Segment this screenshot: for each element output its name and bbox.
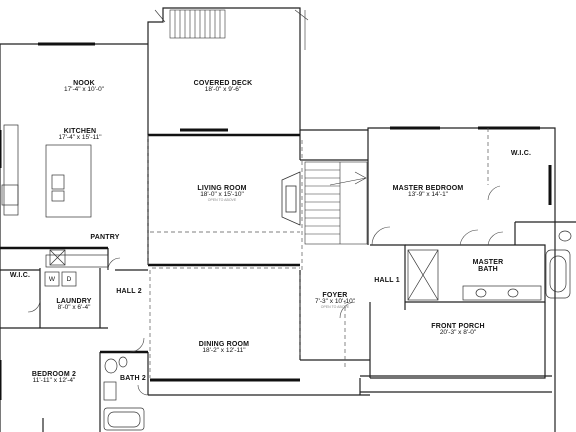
room-name: BEDROOM 2: [31, 371, 77, 378]
room-name: W.I.C.: [510, 150, 532, 157]
fireplace: [281, 171, 301, 226]
room-kitchen: KITCHEN 17'-4" x 15'-11": [58, 128, 101, 142]
room-wic-master: W.I.C.: [511, 150, 531, 157]
room-foyer: FOYER 7'-3" x 10'-10" OPEN TO ABOVE: [315, 292, 355, 310]
room-name: MASTER: [472, 259, 504, 266]
room-name: DINING ROOM: [198, 341, 250, 348]
room-name: LAUNDRY: [56, 298, 92, 305]
stairs: [304, 161, 368, 245]
room-dimensions: 8'-0" x 6'-4": [57, 304, 91, 312]
room-name: FOYER: [322, 292, 348, 299]
room-dimensions: 18'-2" x 12'-11": [202, 347, 246, 355]
room-name: KITCHEN: [63, 128, 97, 135]
room-name: W.I.C.: [9, 272, 31, 279]
room-name: FRONT PORCH: [431, 323, 485, 330]
room-master-bedroom: MASTER BEDROOM 13'-9" x 14'-1": [393, 185, 464, 199]
room-bedroom-2: BEDROOM 2 11'-11" x 12'-4": [32, 371, 76, 385]
room-covered-deck: COVERED DECK 18'-0" x 9'-6": [194, 80, 253, 94]
room-name: HALL 1: [374, 277, 400, 284]
room-name: BATH 2: [120, 375, 146, 382]
room-dining-room: DINING ROOM 18'-2" x 12'-11": [199, 341, 249, 355]
washer-letter: W: [48, 276, 56, 283]
room-dimensions: 13'-9" x 14'-1": [408, 191, 448, 199]
room-dimensions: 17'-4" x 15'-11": [58, 134, 102, 142]
room-name: PANTRY: [90, 234, 120, 241]
room-master-bath: MASTER BATH: [473, 259, 504, 274]
kitchen-island: [1, 124, 92, 218]
room-name: HALL 2: [116, 288, 142, 295]
room-laundry: LAUNDRY 8'-0" x 6'-4": [56, 298, 91, 312]
dashed-lines: [147, 128, 489, 378]
room-name-line-2: BATH: [478, 266, 498, 274]
thick-walls: [0, 133, 300, 354]
room-note: OPEN TO ABOVE: [207, 198, 237, 203]
room-dimensions: 17'-4" x 10'-0": [64, 86, 104, 94]
room-name: MASTER BEDROOM: [392, 185, 464, 192]
room-name: NOOK: [73, 80, 95, 87]
door-swings: [27, 185, 504, 396]
room-dimensions: 11'-11" x 12'-4": [32, 377, 76, 385]
room-pantry: PANTRY: [90, 234, 119, 241]
room-note: OPEN TO ABOVE: [320, 305, 350, 310]
bath2-fixtures: [103, 356, 145, 431]
room-dimensions: 18'-0" x 15'-10": [200, 191, 244, 199]
room-front-porch: FRONT PORCH 20'-3" x 8'-0": [431, 323, 485, 337]
room-dimensions: 7'-3" x 10'-10": [315, 298, 355, 306]
room-name: LIVING ROOM: [197, 185, 247, 192]
laundry-fixtures: [44, 249, 109, 287]
deck-stairs: [154, 9, 309, 50]
room-hall-1: HALL 1: [374, 277, 400, 284]
room-bath-2: BATH 2: [120, 375, 146, 382]
room-hall-2: HALL 2: [116, 288, 142, 295]
washer-label: W: [48, 276, 56, 284]
master-bath-fixtures: [407, 230, 572, 301]
dryer-label: D: [66, 276, 72, 284]
dryer-letter: D: [66, 276, 72, 283]
room-wic-laundry: W.I.C.: [10, 272, 30, 279]
room-living-room: LIVING ROOM 18'-0" x 15'-10" OPEN TO ABO…: [197, 185, 246, 203]
room-name: COVERED DECK: [193, 80, 253, 87]
room-nook: NOOK 17'-4" x 10'-0": [64, 80, 104, 94]
room-dimensions: 20'-3" x 8'-0": [439, 329, 477, 337]
room-dimensions: 18'-0" x 9'-6": [204, 86, 242, 94]
windows: [0, 42, 552, 400]
